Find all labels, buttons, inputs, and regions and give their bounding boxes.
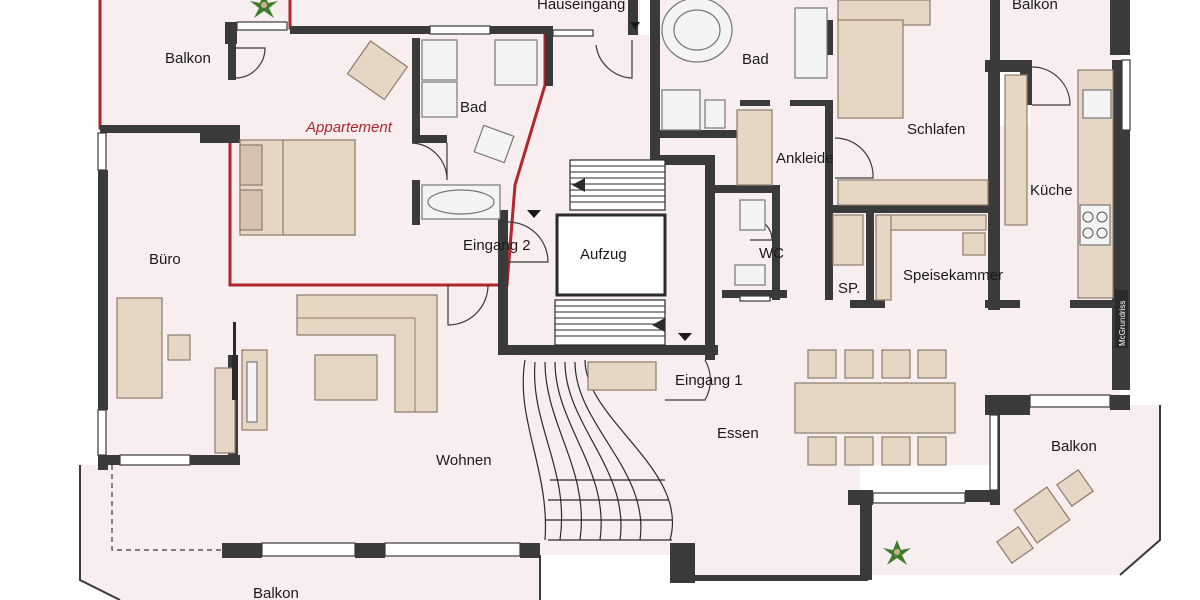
label-eingang-2: Eingang 2 bbox=[463, 237, 531, 254]
label-balkon-top-left: Balkon bbox=[165, 50, 211, 67]
room-labels: Hauseingang Balkon Balkon Appartement Ba… bbox=[149, 0, 1097, 600]
doors bbox=[235, 40, 1071, 401]
label-kueche: Küche bbox=[1030, 182, 1073, 199]
label-essen: Essen bbox=[717, 425, 759, 442]
watermark-bar bbox=[1115, 290, 1128, 348]
aufzug-box bbox=[555, 213, 667, 297]
balcony-bottom-outline bbox=[79, 405, 1161, 600]
label-wc: WC bbox=[759, 245, 784, 262]
floor-balkon-bottom bbox=[80, 465, 540, 600]
floor-wohnen-lower bbox=[230, 465, 680, 555]
furniture bbox=[116, 0, 1114, 564]
floor-balkon-top-right bbox=[990, 0, 1120, 70]
label-aufzug: Aufzug bbox=[580, 246, 627, 263]
label-eingang-1: Eingang 1 bbox=[675, 372, 743, 389]
hauseingang-arrow-icon bbox=[630, 22, 640, 30]
watermark-text: McGrundriss bbox=[1118, 301, 1127, 346]
floor-balkon-right bbox=[860, 405, 1160, 575]
label-speisekammer: Speisekammer bbox=[903, 267, 1003, 284]
windows bbox=[97, 21, 1131, 557]
eingang-2-arrow-icon bbox=[527, 210, 541, 218]
label-balkon-right: Balkon bbox=[1051, 438, 1097, 455]
plant-icon bbox=[250, 0, 911, 565]
label-hauseingang: Hauseingang bbox=[537, 0, 625, 13]
label-buero: Büro bbox=[149, 251, 181, 268]
stairs-lower bbox=[554, 299, 666, 346]
label-appartement: Appartement bbox=[305, 119, 393, 136]
label-sp: SP. bbox=[838, 280, 860, 297]
stairs-upper bbox=[569, 159, 666, 211]
label-schlafen: Schlafen bbox=[907, 121, 965, 138]
label-bad-left: Bad bbox=[460, 99, 487, 116]
eingang-1-arrow-icon bbox=[678, 333, 692, 341]
label-balkon-bottom: Balkon bbox=[253, 585, 299, 600]
label-ankleide: Ankleide bbox=[776, 150, 834, 167]
label-bad-right: Bad bbox=[742, 51, 769, 68]
label-balkon-top-right: Balkon bbox=[1012, 0, 1058, 13]
label-wohnen: Wohnen bbox=[436, 452, 492, 469]
